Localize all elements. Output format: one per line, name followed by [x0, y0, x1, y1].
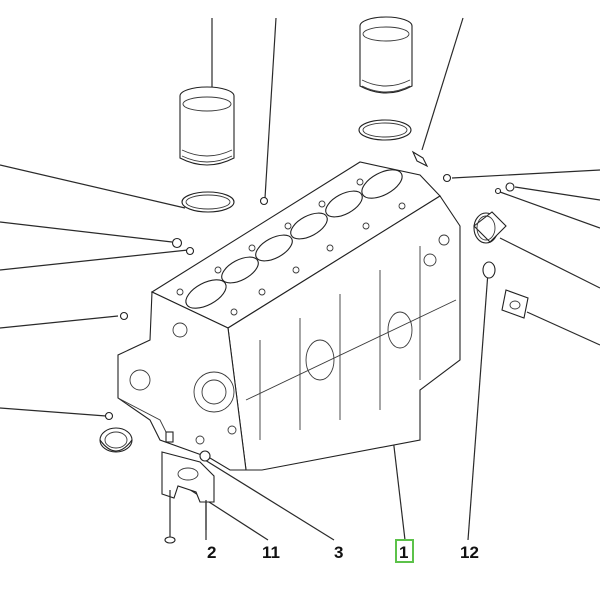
leader-line-top-2: [264, 17, 277, 199]
small-fittings: [104, 150, 515, 421]
callout-labels: 2 11 3 1 12: [207, 539, 479, 563]
leader-line-left-1: [0, 164, 186, 209]
leader-line-top-3: [421, 17, 464, 151]
leader-line-11: [177, 481, 269, 541]
engine-block: [117, 161, 461, 471]
cup-plug-large: [473, 211, 507, 244]
deck-bolt-holes: [176, 178, 406, 316]
leader-line-left-2: [0, 221, 173, 243]
leader-line-right-5: [526, 311, 600, 346]
leader-line-left-3: [0, 249, 189, 271]
callout-1[interactable]: 1: [399, 543, 408, 562]
callout-11[interactable]: 11: [262, 543, 280, 562]
block-right-face: [227, 195, 461, 471]
cup-plug-small: [482, 261, 496, 279]
block-front-face: [117, 291, 247, 471]
dowel-pin: [165, 431, 174, 443]
leader-line-12: [467, 271, 489, 541]
callout-highlight-box: [395, 539, 414, 563]
leader-line-3: [204, 459, 335, 541]
liner-seal-ring-left: [181, 191, 235, 213]
liner-seal-ring-right: [358, 119, 412, 141]
leader-line-right-2: [514, 186, 600, 201]
leader-line-right-4: [499, 237, 600, 289]
callout-12[interactable]: 12: [460, 543, 479, 562]
leader-line-left-4: [0, 315, 119, 329]
block-side-details: [245, 234, 457, 440]
callout-2[interactable]: 2: [207, 543, 216, 562]
cap-bolt: [164, 490, 176, 544]
leader-line-right-1: [451, 169, 600, 179]
cylinder-liner-right: [359, 16, 413, 94]
small-bolt: [199, 450, 211, 530]
callout-3[interactable]: 3: [334, 543, 343, 562]
leader-line-left-5: [0, 407, 107, 417]
sleeve-part: [501, 289, 529, 319]
cylinder-liner-left: [179, 86, 235, 166]
leader-line-right-3: [499, 191, 600, 229]
main-bearing-cap: [161, 451, 215, 503]
main-bearing-shell: [99, 427, 133, 453]
